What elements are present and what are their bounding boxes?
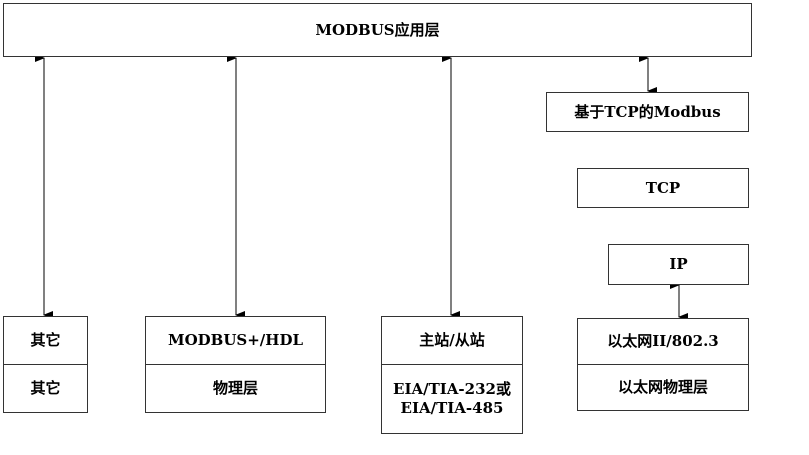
modbus-application-layer-box: MODBUS应用层 <box>3 3 752 57</box>
tcp-label: TCP <box>645 178 681 197</box>
ethernet-stack-box: 以太网II/802.3 以太网物理层 <box>577 318 749 411</box>
master-slave-stack-box: 主站/从站 EIA/TIA-232或EIA/TIA-485 <box>381 316 523 434</box>
ethernet-physical-layer-label: 以太网物理层 <box>578 364 748 410</box>
tcp-box: TCP <box>577 168 749 208</box>
tcp-modbus-box: 基于TCP的Modbus <box>546 92 749 132</box>
ethernet-ii-label: 以太网II/802.3 <box>607 332 719 350</box>
ip-box: IP <box>608 244 749 285</box>
modbus-plus-stack-box: MODBUS+/HDL 物理层 <box>145 316 326 413</box>
other-top-label: 其它 <box>30 331 61 349</box>
ip-label: IP <box>669 255 688 273</box>
other-bottom-label: 其它 <box>4 364 87 412</box>
other-stack-box: 其它 其它 <box>3 316 88 413</box>
eia-tia-label: EIA/TIA-232或EIA/TIA-485 <box>382 364 522 433</box>
tcp-modbus-label: 基于TCP的Modbus <box>574 102 721 121</box>
modbus-plus-hdl-label: MODBUS+/HDL <box>167 331 304 349</box>
master-slave-label: 主站/从站 <box>419 331 485 349</box>
modbus-application-layer-label: MODBUS应用层 <box>315 20 440 39</box>
physical-layer-label: 物理层 <box>146 364 325 412</box>
